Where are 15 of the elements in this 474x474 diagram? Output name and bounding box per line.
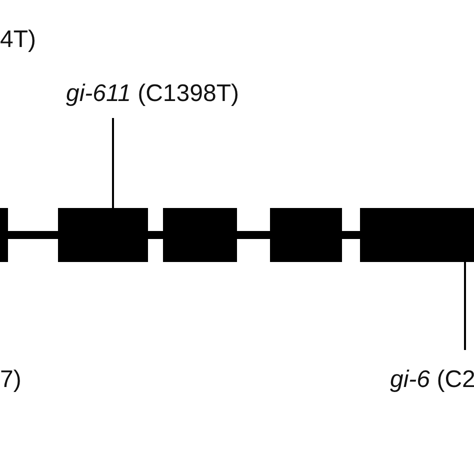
mutation-label: 4T): [0, 26, 36, 54]
exon-box: [163, 208, 237, 262]
intron-line: [148, 231, 163, 239]
intron-line: [342, 231, 360, 239]
mutation-label: gi-611 (C1398T): [66, 80, 239, 108]
mutation-label: gi-6 (C2: [390, 366, 474, 394]
leader-line: [112, 118, 114, 208]
exon-box: [0, 208, 8, 262]
exon-box: [58, 208, 148, 262]
mutation-label: 7): [0, 366, 22, 394]
exon-box: [360, 208, 474, 262]
exon-box: [270, 208, 342, 262]
intron-line: [8, 231, 58, 239]
intron-line: [237, 231, 270, 239]
leader-line: [464, 262, 466, 350]
